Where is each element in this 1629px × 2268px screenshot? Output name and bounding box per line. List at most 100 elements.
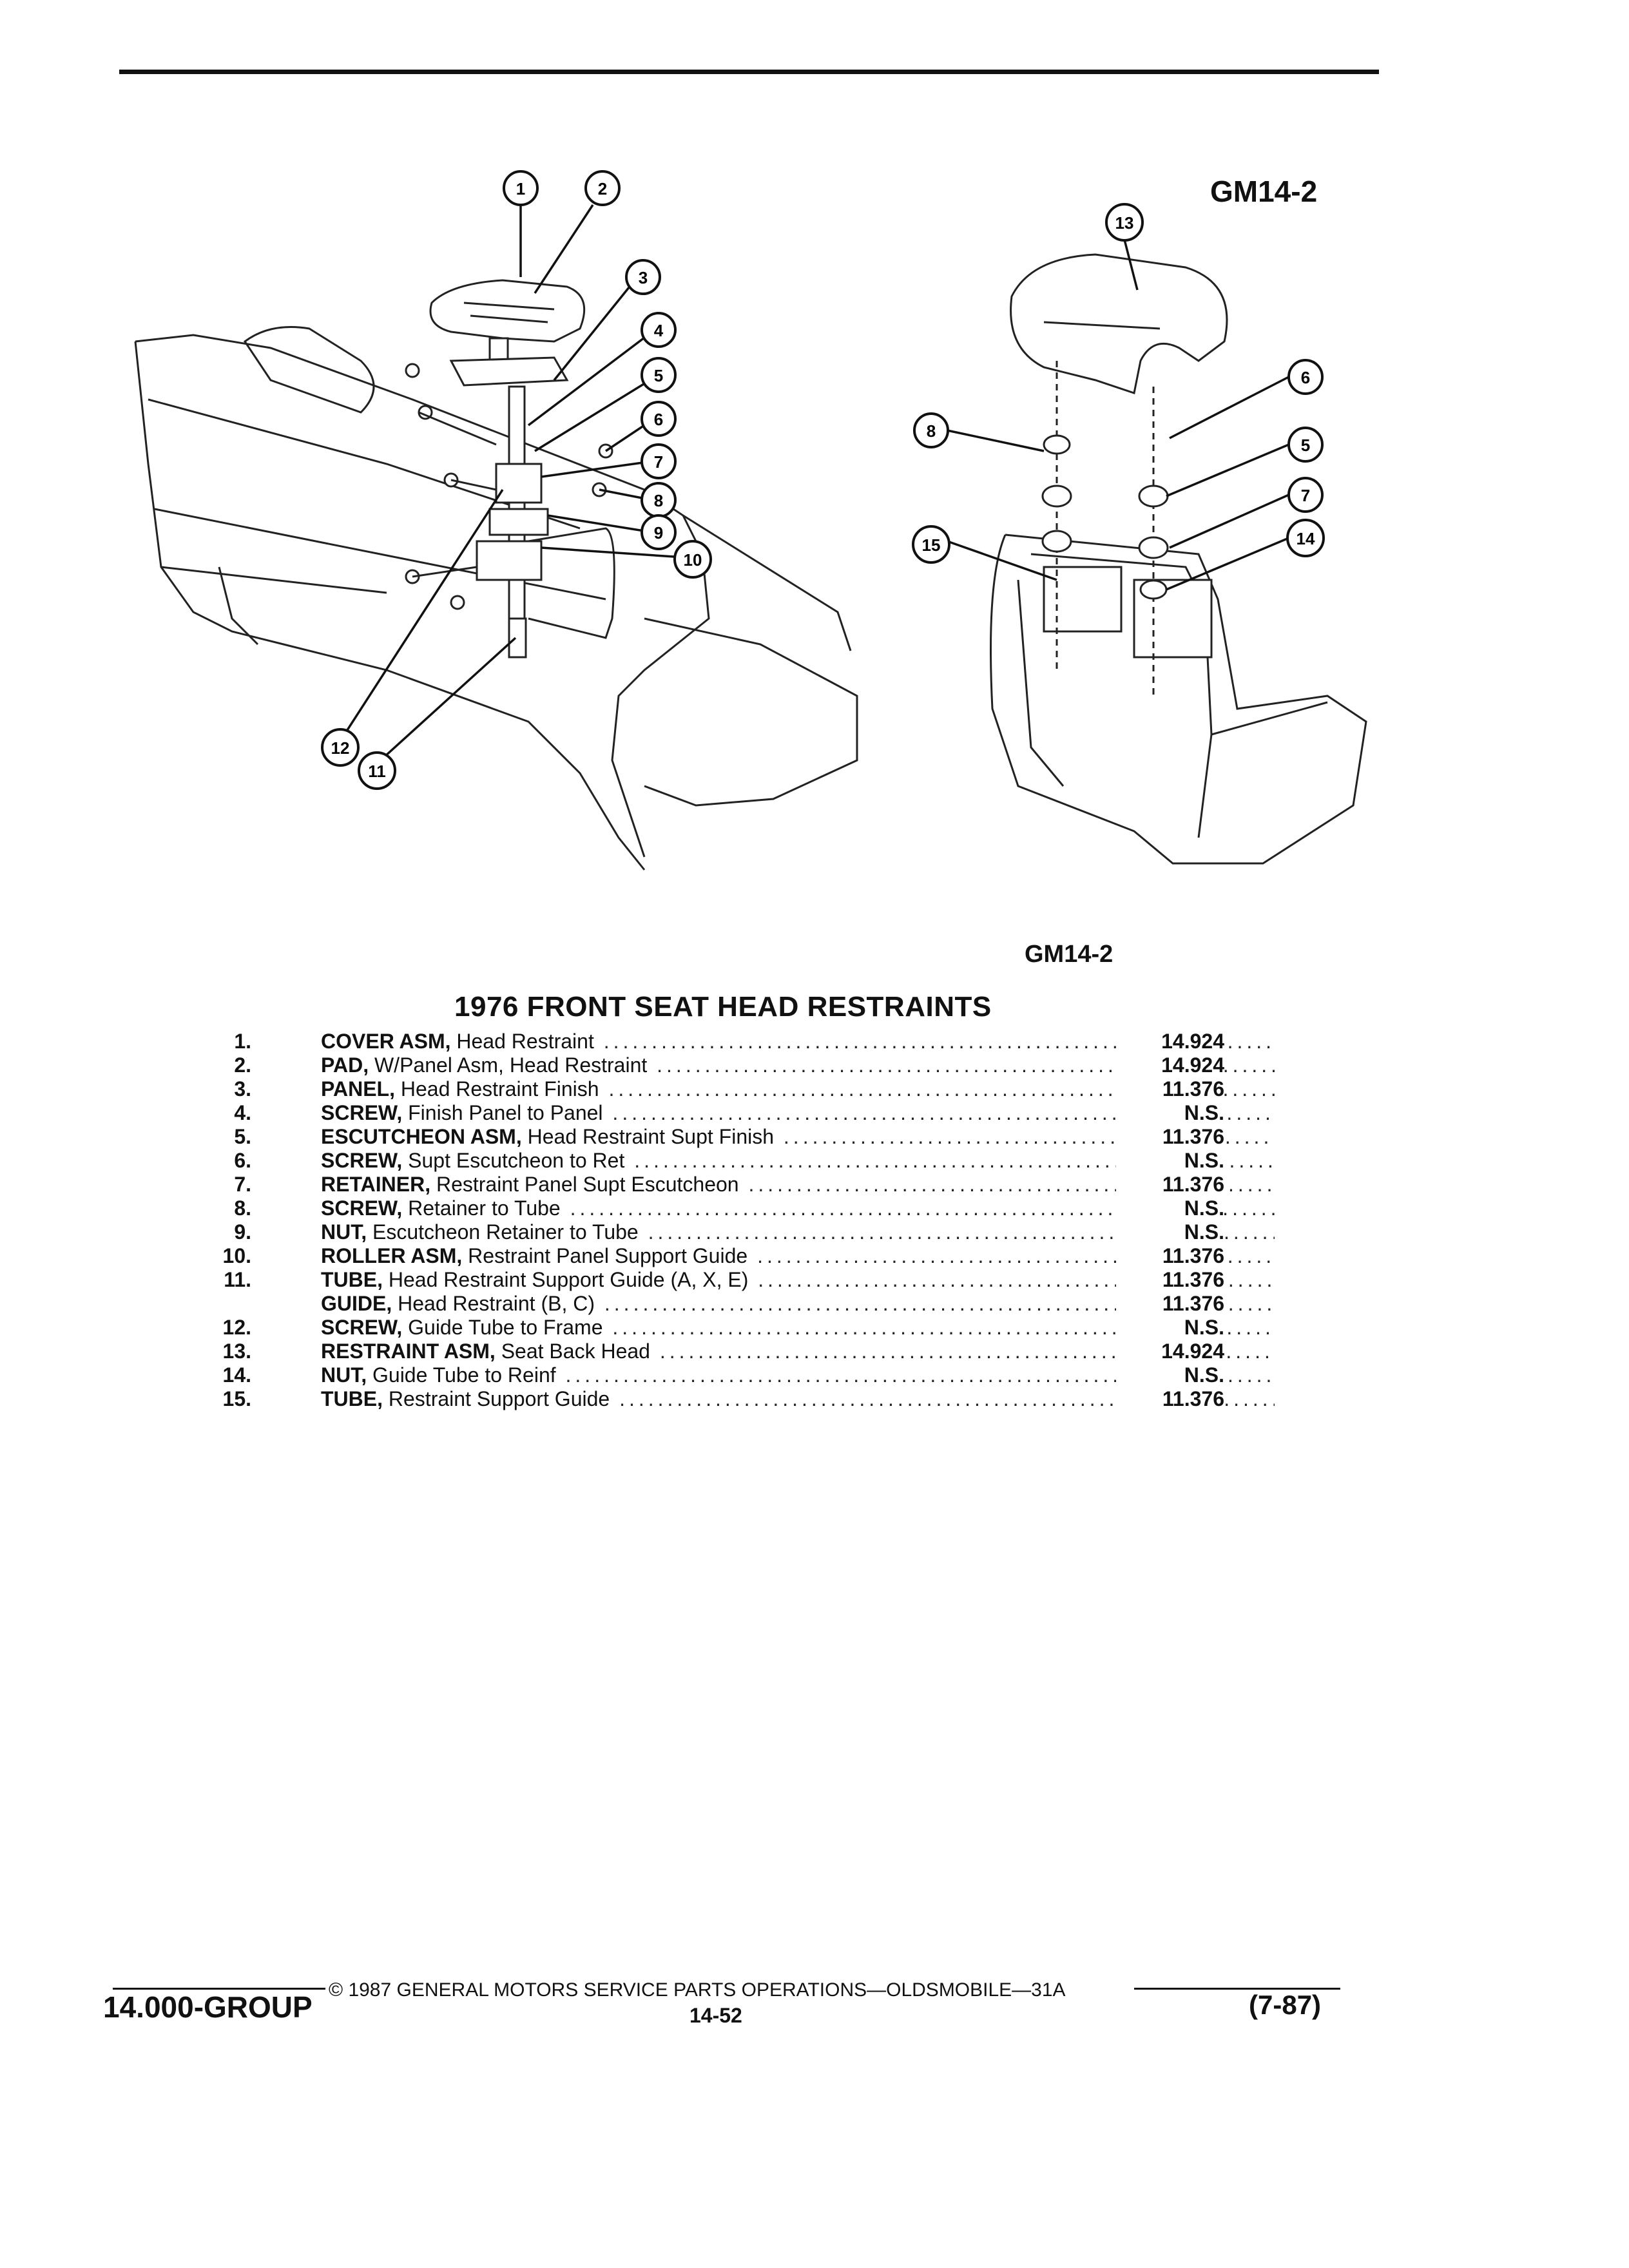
bucket-seat-drawing — [990, 253, 1367, 865]
callout-14: 14 — [1286, 519, 1325, 557]
parts-row: 3. PANEL, Head Restraint Finish .........… — [193, 1077, 1275, 1101]
parts-row: 10.ROLLER ASM, Restraint Panel Support G… — [193, 1244, 1275, 1268]
callout-7-right: 7 — [1287, 477, 1324, 513]
part-price-group: 14.924 — [1116, 1053, 1224, 1077]
part-detail: Seat Back Head — [501, 1340, 650, 1363]
svg-text:5: 5 — [1301, 436, 1310, 455]
parts-list: 1.COVER ASM, Head Restraint ............… — [193, 1030, 1275, 1411]
part-number: 2. — [234, 1053, 251, 1077]
part-price-group: 11.376 — [1116, 1125, 1224, 1149]
callout-10: 10 — [673, 540, 712, 579]
callout-6: 6 — [641, 401, 677, 437]
part-number: 9. — [234, 1220, 251, 1244]
svg-text:12: 12 — [331, 738, 350, 758]
part-name: RETAINER, — [321, 1173, 431, 1196]
part-price-group: 11.376 — [1116, 1292, 1224, 1316]
exploded-illustration: 1 2 3 4 5 6 7 8 9 10 12 11 13 6 8 5 7 15… — [134, 170, 1367, 870]
part-price-group: N.S. — [1116, 1316, 1224, 1340]
top-rule — [119, 70, 1379, 74]
svg-text:6: 6 — [1301, 368, 1310, 387]
part-detail: Guide Tube to Reinf — [372, 1363, 556, 1387]
part-name: PANEL, — [321, 1077, 395, 1100]
part-price-group: 14.924 — [1116, 1340, 1224, 1363]
svg-text:2: 2 — [598, 179, 607, 198]
part-number: 10. — [222, 1244, 251, 1267]
part-price-group: N.S. — [1116, 1149, 1224, 1173]
footer-group: 14.000-GROUP — [103, 1990, 313, 2024]
parts-row: 12.SCREW, Guide Tube to Frame ..........… — [193, 1316, 1275, 1340]
svg-text:8: 8 — [927, 421, 936, 441]
svg-text:6: 6 — [654, 410, 663, 429]
part-detail: Finish Panel to Panel — [408, 1101, 603, 1124]
parts-row: 4.SCREW, Finish Panel to Panel .........… — [193, 1101, 1275, 1125]
part-detail: Guide Tube to Frame — [408, 1316, 603, 1339]
left-leader-lines — [339, 204, 675, 765]
callout-2: 2 — [584, 170, 621, 206]
svg-text:8: 8 — [654, 491, 663, 510]
part-name: COVER ASM, — [321, 1030, 451, 1053]
section-title: 1976 FRONT SEAT HEAD RESTRAINTS — [454, 991, 992, 1023]
part-detail: Restraint Support Guide — [388, 1387, 610, 1410]
part-name: TUBE, — [321, 1268, 383, 1291]
part-detail: Retainer to Tube — [408, 1196, 561, 1220]
footer-rule-right — [1134, 1988, 1340, 1990]
svg-text:7: 7 — [654, 452, 663, 472]
svg-text:14: 14 — [1296, 529, 1315, 548]
callout-12: 12 — [321, 728, 360, 767]
part-detail: W/Panel Asm, Head Restraint — [374, 1053, 648, 1077]
part-number: 14. — [222, 1363, 251, 1387]
parts-row: 5.ESCUTCHEON ASM, Head Restraint Supt Fi… — [193, 1125, 1275, 1149]
parts-row: 14.NUT, Guide Tube to Reinf ............… — [193, 1363, 1275, 1387]
part-name: ESCUTCHEON ASM, — [321, 1125, 522, 1148]
part-price-group: N.S. — [1116, 1101, 1224, 1125]
part-detail: Head Restraint (B, C) — [398, 1292, 595, 1315]
part-number: 13. — [222, 1340, 251, 1363]
callout-4: 4 — [641, 312, 677, 348]
parts-row: 11. TUBE, Head Restraint Support Guide (A… — [193, 1268, 1275, 1292]
part-description: PANEL, Head Restraint Finish ...........… — [321, 1077, 1275, 1101]
parts-row: 15.TUBE, Restraint Support Guide .......… — [193, 1387, 1275, 1411]
svg-text:13: 13 — [1115, 213, 1134, 233]
svg-text:1: 1 — [516, 179, 525, 198]
part-detail: Head Restraint Supt Finish — [527, 1125, 775, 1148]
callout-9: 9 — [641, 514, 677, 550]
callout-8-right: 8 — [913, 412, 949, 448]
part-number: 12. — [222, 1316, 251, 1339]
part-name: SCREW, — [321, 1149, 403, 1172]
part-number: 11. — [224, 1268, 251, 1291]
svg-text:4: 4 — [654, 321, 664, 340]
figure-code-top: GM14-2 — [1210, 175, 1318, 208]
part-detail: Head Restraint — [456, 1030, 594, 1053]
callout-5-right: 5 — [1287, 427, 1324, 463]
part-number: 8. — [234, 1196, 251, 1220]
part-name: PAD, — [321, 1053, 369, 1077]
footer-date: (7-87) — [1249, 1990, 1322, 2020]
svg-text:15: 15 — [922, 535, 941, 555]
callout-3: 3 — [625, 259, 661, 295]
part-number: 15. — [222, 1387, 251, 1410]
part-name: TUBE, — [321, 1387, 383, 1410]
part-number: 3. — [234, 1077, 251, 1100]
right-leader-lines — [947, 239, 1289, 591]
parts-row: 1.COVER ASM, Head Restraint ............… — [193, 1030, 1275, 1053]
part-name: RESTRAINT ASM, — [321, 1340, 496, 1363]
part-name: SCREW, — [321, 1316, 403, 1339]
parts-row: 6.SCREW, Supt Escutcheon to Ret ........… — [193, 1149, 1275, 1173]
parts-row: 2.PAD, W/Panel Asm, Head Restraint .....… — [193, 1053, 1275, 1077]
part-price-group: N.S. — [1116, 1220, 1224, 1244]
svg-text:5: 5 — [654, 366, 663, 385]
svg-text:3: 3 — [639, 268, 648, 287]
part-price-group: 11.376 — [1116, 1268, 1224, 1292]
svg-text:7: 7 — [1301, 486, 1310, 505]
part-name: SCREW, — [321, 1101, 403, 1124]
part-price-group: 11.376 — [1116, 1387, 1224, 1411]
part-detail: Escutcheon Retainer to Tube — [372, 1220, 639, 1244]
part-number: 6. — [234, 1149, 251, 1172]
callout-11: 11 — [358, 751, 396, 790]
footer-page-number: 14-52 — [689, 2004, 742, 2027]
svg-text:11: 11 — [368, 762, 386, 781]
part-price-group: N.S. — [1116, 1363, 1224, 1387]
part-number: 7. — [234, 1173, 251, 1196]
callout-1: 1 — [503, 170, 539, 206]
part-description: TUBE, Head Restraint Support Guide (A, X… — [321, 1268, 1275, 1292]
